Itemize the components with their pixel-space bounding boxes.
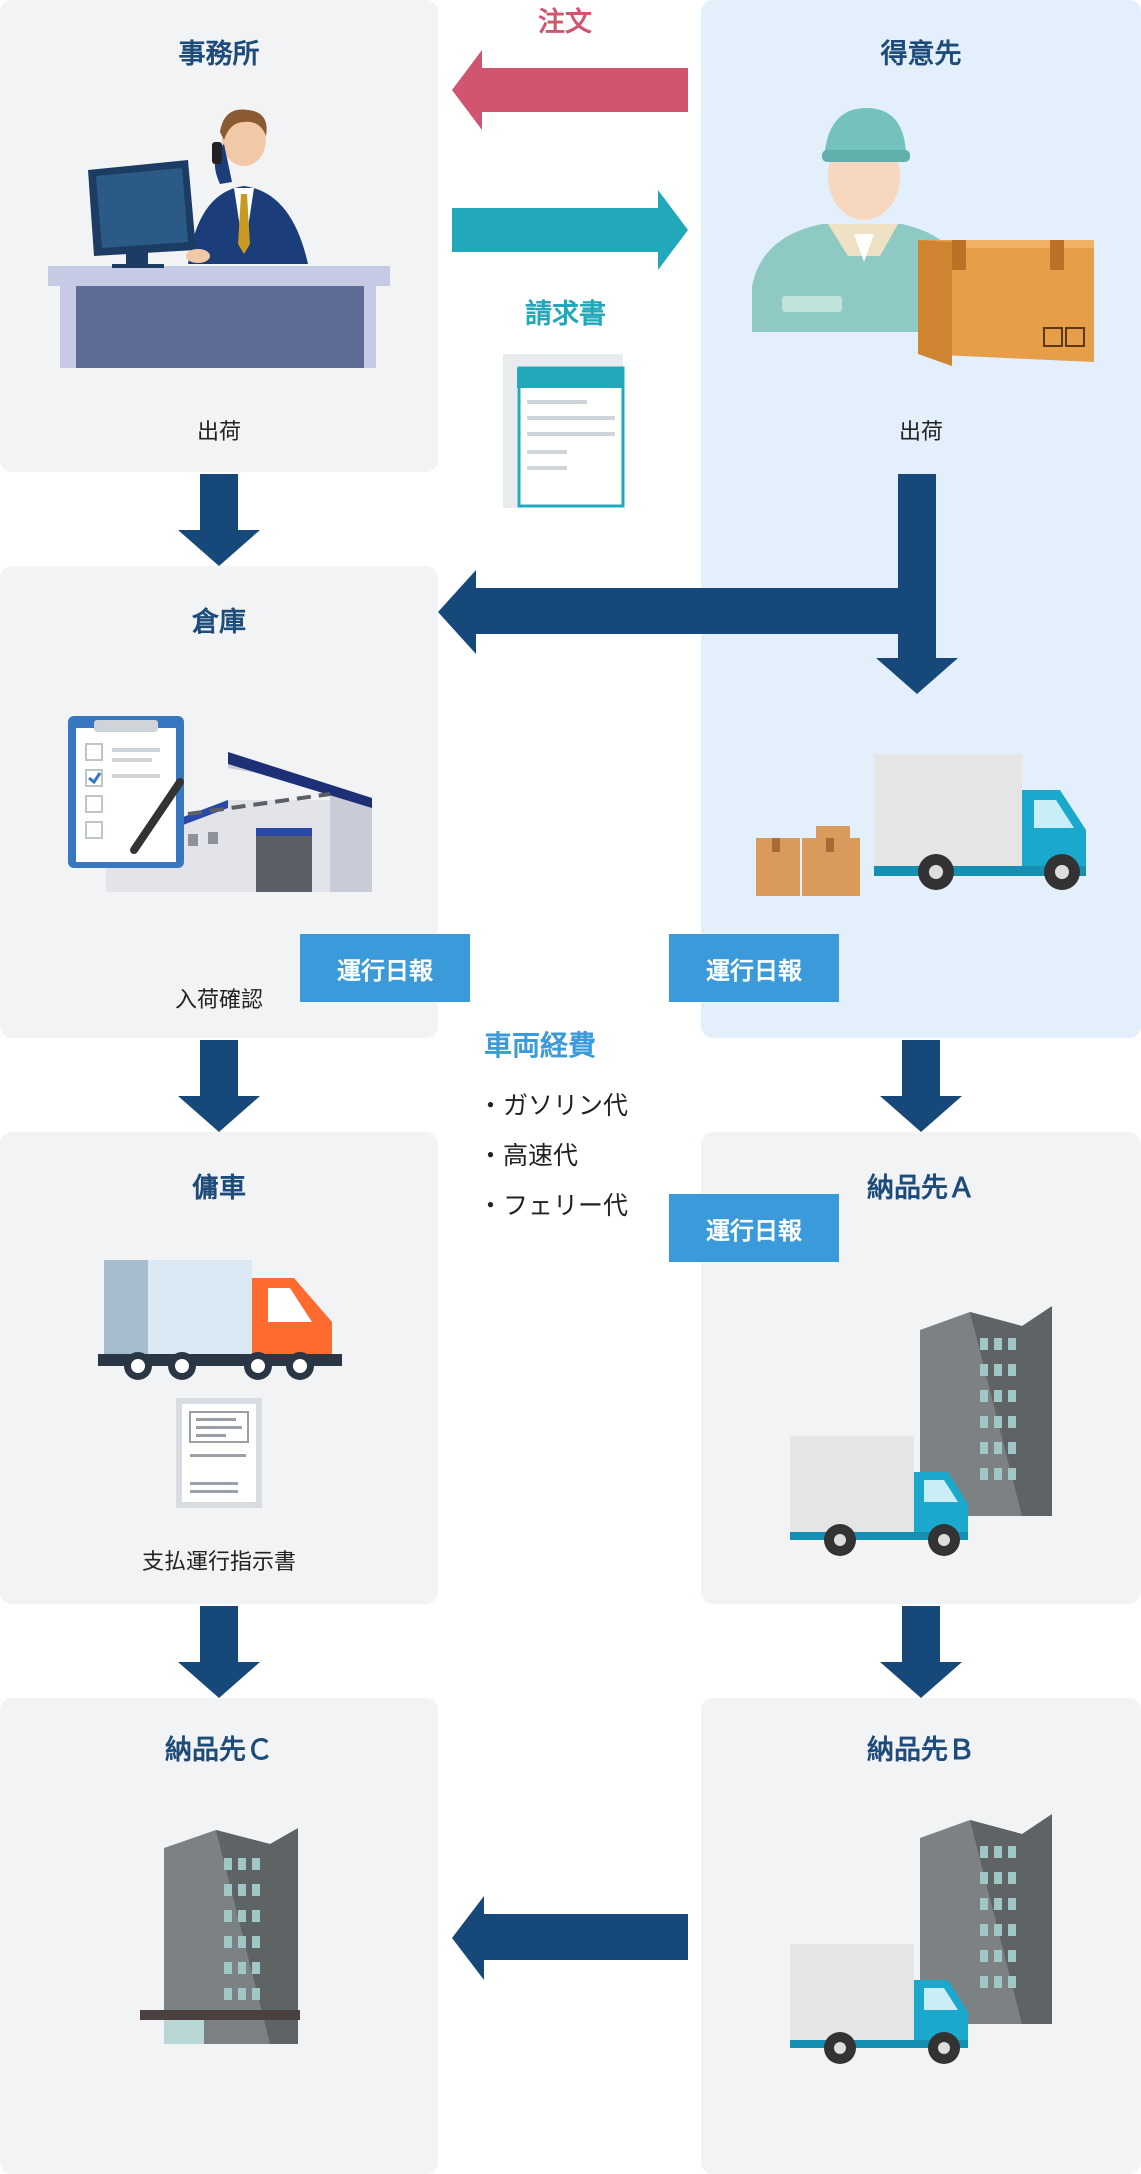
arrow-client-down — [876, 474, 958, 694]
charter-truck-illustration — [98, 1260, 342, 1380]
arrow-delivery-a-to-b — [880, 1606, 962, 1698]
arrow-warehouse-to-charter — [178, 1040, 260, 1132]
delivery-a-title: 納品先Ａ — [867, 1173, 975, 1204]
arrow-charter-to-delivery-c — [178, 1606, 260, 1698]
daily-report-badge-warehouse: 運行日報 — [300, 934, 470, 1002]
arrow-office-to-warehouse — [178, 474, 260, 566]
payment-instruction-document-icon — [176, 1398, 262, 1508]
warehouse-clipboard-illustration — [68, 716, 372, 892]
charter-box: 傭車 支払運行指示書 — [0, 1132, 438, 1604]
expense-item-ferry: ・フェリー代 — [478, 1191, 629, 1220]
delivery-b-building-truck-illustration — [790, 1814, 1052, 2064]
office-title: 事務所 — [178, 39, 260, 70]
daily-report-badge-client: 運行日報 — [669, 934, 839, 1002]
arrow-client-to-delivery-a — [880, 1040, 962, 1132]
warehouse-title: 倉庫 — [192, 607, 246, 638]
client-title: 得意先 — [880, 39, 962, 70]
charter-caption: 支払運行指示書 — [141, 1550, 296, 1575]
deliveryman-figure — [752, 108, 1094, 366]
vehicle-expenses-title: 車両経費 — [484, 1029, 597, 1062]
invoice-flow-arrow — [452, 190, 688, 270]
arrow-client-to-warehouse — [438, 570, 898, 654]
office-caption: 出荷 — [196, 420, 241, 445]
delivery-a-building-truck-illustration — [790, 1306, 1052, 1556]
delivery-c-building-illustration — [140, 1828, 300, 2044]
office-worker-illustration — [48, 109, 390, 368]
invoice-label: 請求書 — [525, 299, 606, 330]
client-caption: 出荷 — [898, 420, 943, 445]
client-truck-illustration — [756, 754, 1086, 896]
order-label: 注文 — [538, 7, 592, 38]
delivery-c-title: 納品先Ｃ — [165, 1735, 273, 1766]
expense-item-gasoline: ・ガソリン代 — [478, 1091, 629, 1120]
daily-report-badge-delivery-a: 運行日報 — [669, 1194, 839, 1262]
arrow-delivery-b-to-c — [452, 1896, 688, 1980]
invoice-document-icon — [503, 354, 625, 508]
warehouse-caption: 入荷確認 — [174, 988, 263, 1013]
order-arrow — [452, 50, 688, 130]
expense-item-highway: ・高速代 — [478, 1141, 579, 1170]
charter-title: 傭車 — [192, 1173, 246, 1204]
delivery-b-title: 納品先Ｂ — [867, 1735, 975, 1766]
